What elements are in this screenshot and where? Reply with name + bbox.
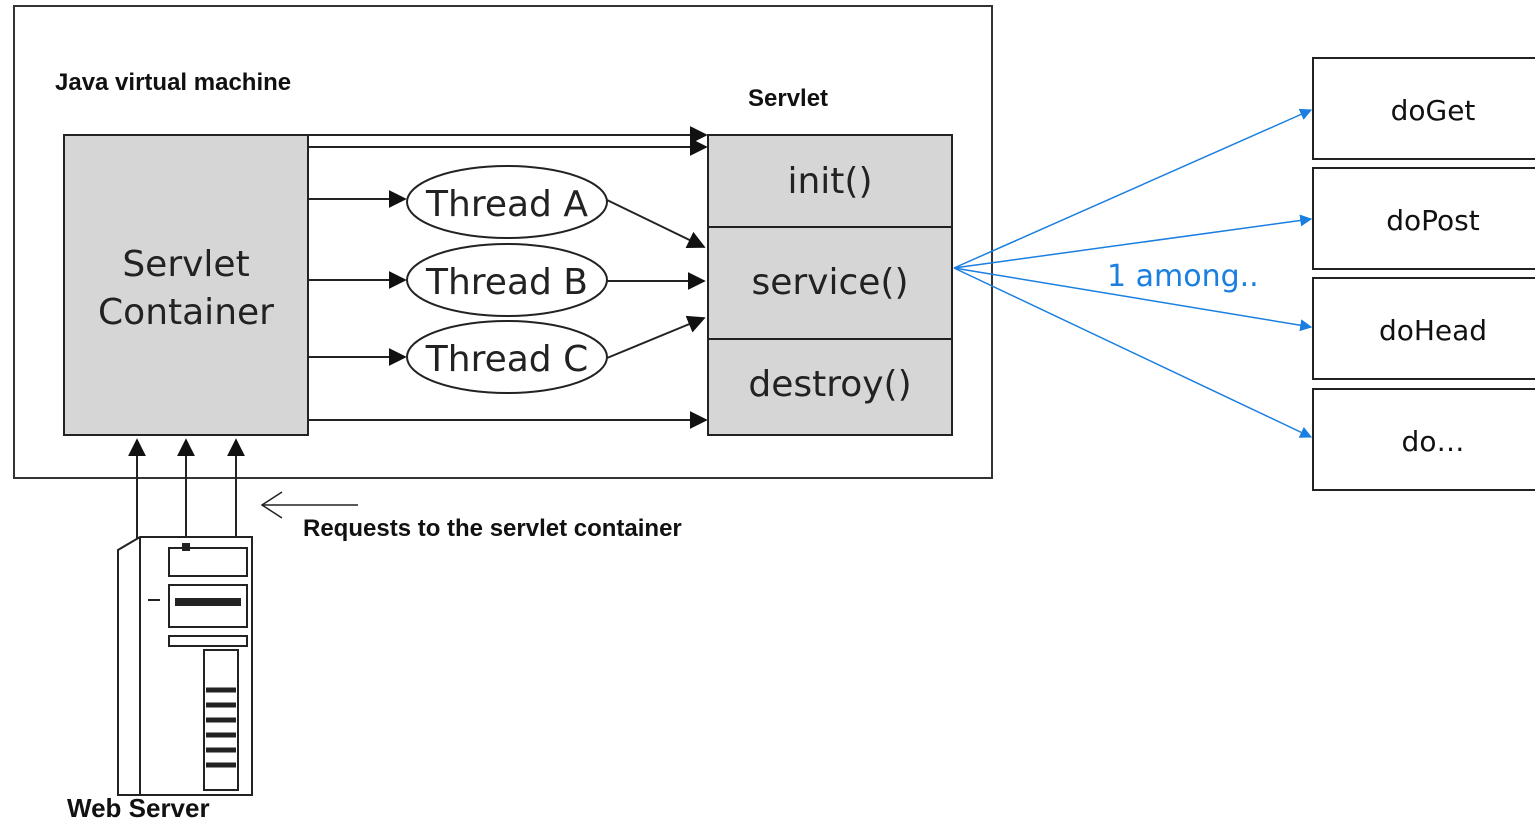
blue-arrow-to-dopost bbox=[953, 214, 1313, 269]
requests-pointer-head bbox=[260, 491, 283, 519]
servlet-title: Servlet bbox=[748, 85, 828, 112]
destroy-method-box bbox=[707, 338, 953, 436]
container-label-line1: Servlet bbox=[122, 244, 249, 285]
blue-arrow-to-doget bbox=[953, 108, 1313, 269]
dohead-box bbox=[1312, 277, 1535, 380]
dohead-label: doHead bbox=[1379, 314, 1487, 347]
blue-arrow-to-dohead bbox=[953, 267, 1313, 332]
requests-label: Requests to the servlet container bbox=[303, 515, 682, 542]
thread-a-ellipse bbox=[406, 165, 608, 239]
arrow-thread-c-to-service bbox=[606, 315, 706, 359]
thread-a-label: Thread A bbox=[425, 184, 588, 225]
thread-c-label: Thread C bbox=[425, 339, 588, 380]
jvm-label: Java virtual machine bbox=[55, 69, 291, 96]
destroy-method-label: destroy() bbox=[748, 364, 911, 405]
among-label: 1 among.. bbox=[1107, 259, 1259, 294]
service-method-label: service() bbox=[751, 262, 908, 303]
doget-label: doGet bbox=[1391, 94, 1476, 127]
container-label-line2: Container bbox=[98, 292, 274, 333]
blue-arrow-to-doetc bbox=[953, 267, 1313, 438]
web-server-icon bbox=[117, 536, 253, 796]
doget-box bbox=[1312, 57, 1535, 160]
web-server-label: Web Server bbox=[67, 793, 210, 823]
init-method-label: init() bbox=[787, 161, 872, 202]
servlet-container-box bbox=[63, 134, 309, 436]
dopost-box bbox=[1312, 167, 1535, 270]
dopost-label: doPost bbox=[1386, 204, 1480, 237]
thread-b-label: Thread B bbox=[425, 262, 588, 303]
doetc-label: do… bbox=[1402, 425, 1465, 458]
arrow-thread-a-to-service bbox=[606, 199, 706, 249]
doetc-box bbox=[1312, 388, 1535, 491]
init-method-box bbox=[707, 134, 953, 228]
